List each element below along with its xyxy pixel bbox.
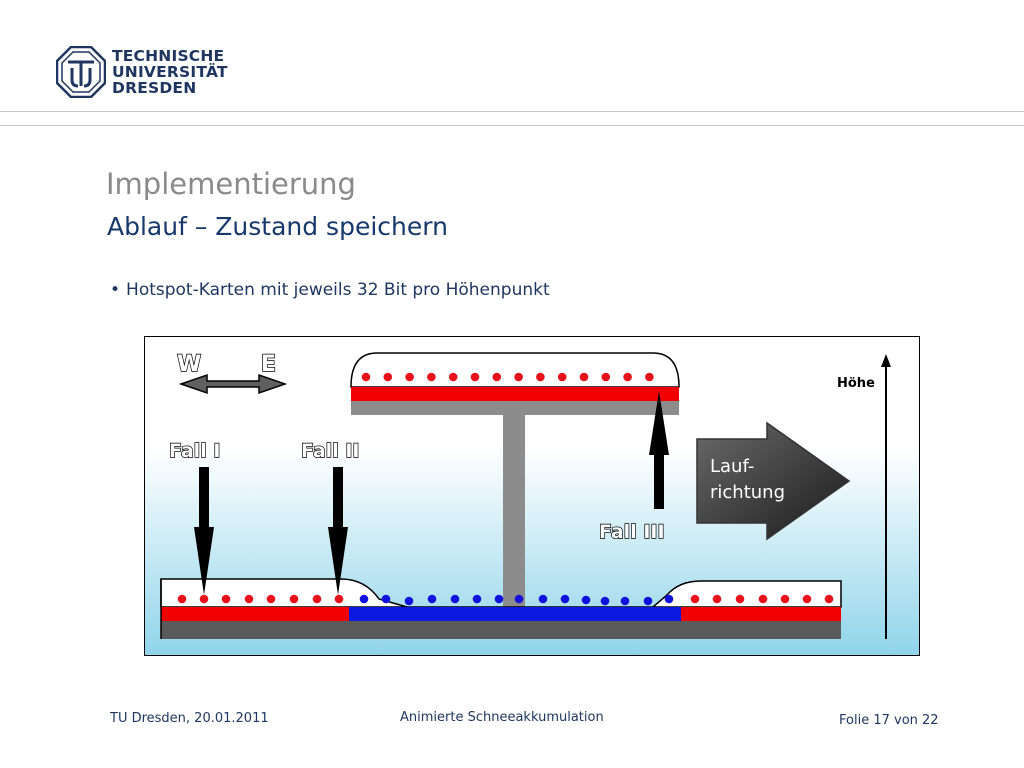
bullet-marker: • [110,280,121,300]
tu-logo-icon [56,46,106,98]
platform-hotspot-red [536,372,545,382]
compass-e-label: E [261,352,276,377]
ground-hotspots [177,594,834,606]
ground-hotspot-blue [381,594,391,604]
compass-w-label: W [177,352,201,377]
logo-line-2: UNIVERSITÄT [112,63,228,81]
bullet-text: Hotspot-Karten mit jeweils 32 Bit pro Hö… [126,280,550,300]
snow-accumulation-diagram: W E Fall I Fall II Fal [144,336,920,656]
direction-label-line1: Lauf- [710,456,754,477]
footer-slide-number: Folie 17 von 22 [839,713,939,728]
ground-hotspot-red [312,594,322,604]
ground-hotspot-red [802,594,812,604]
platform-hotspot-red [557,372,567,382]
ground-hotspot-blue [427,594,437,604]
case2-down-arrow-icon [328,467,348,595]
logo-line-1: TECHNISCHE [112,47,225,65]
platform-hotspot-red [470,372,480,382]
ground-hotspot-blue [404,596,414,606]
ground-hotspot-blue [664,594,674,604]
case2-label: Fall II [301,440,359,462]
diagram-canvas: W E Fall I Fall II Fal [145,337,919,655]
ground-hotspot-red [177,594,187,604]
platform-pillar [503,415,525,609]
compass-arrow-icon [178,373,288,395]
footer-date: TU Dresden, 20.01.2011 [110,711,269,726]
platform-hotspot-red [361,372,371,382]
ground-hotspot-blue [494,594,504,604]
ground-hotspot-red [334,594,344,604]
platform-hotspots [361,372,654,382]
ground-red-right [681,607,841,621]
ground-hotspot-red [289,594,299,604]
bullet-item: •Hotspot-Karten mit jeweils 32 Bit pro H… [110,280,550,300]
platform-hotspot-red [514,372,523,382]
ground-hotspot-red [712,594,722,604]
slide-subtitle: Ablauf – Zustand speichern [107,212,448,241]
ground-hotspot-red [824,594,834,604]
platform-red-bar [351,387,679,401]
ground-hotspot-red [735,594,745,604]
footer-topic: Animierte Schneeakkumulation [400,710,604,725]
platform-hotspot-red [601,372,611,382]
tu-dresden-logo: TECHNISCHE UNIVERSITÄT DRESDEN [56,46,231,102]
header-divider-bottom [0,125,1024,126]
platform-hotspot-red [383,372,393,382]
ground-hotspot-blue [359,594,369,604]
ground-hotspot-blue [560,594,570,604]
platform-hotspot-red [645,372,654,382]
ground-hotspot-blue [538,594,548,604]
platform-hotspot-red [427,372,436,382]
university-name: TECHNISCHE UNIVERSITÄT DRESDEN [112,48,228,96]
ground-blue-mid [349,607,681,621]
ground-hotspot-blue [472,594,482,604]
ground-hotspot-red [199,594,209,604]
ground-hotspot-red [758,594,768,604]
ground-hotspot-blue [600,596,610,606]
ground-hotspot-blue [581,595,591,605]
ground-red-left [161,607,349,621]
case1-label: Fall I [169,440,220,462]
ground-hotspot-blue [643,596,653,606]
ground-hotspot-red [244,594,254,604]
logo-line-3: DRESDEN [112,79,197,97]
case3-up-arrow-icon [649,391,669,509]
slide-title: Implementierung [106,167,356,201]
direction-label-line2: richtung [710,482,785,503]
height-axis-label: Höhe [837,376,875,391]
height-axis-arrow-icon [881,354,891,367]
header-divider-top [0,111,1024,112]
ground-hotspot-red [266,594,276,604]
platform-hotspot-red [405,372,414,382]
ground-hotspot-blue [620,596,630,606]
ground-hotspot-red [780,594,790,604]
platform-hotspot-red [623,372,632,382]
case1-down-arrow-icon [194,467,214,595]
case3-label: Fall III [599,521,665,543]
platform-hotspot-red [448,372,458,382]
ground-hotspot-red [221,594,231,604]
ground-hotspot-red [690,594,700,604]
ground-hotspot-blue [450,594,460,604]
platform-snow [350,352,680,388]
ground-base [161,621,841,639]
platform-hotspot-red [492,372,502,382]
ground-hotspot-blue [514,594,524,604]
direction-arrow-icon [696,421,851,541]
platform-hotspot-red [579,372,589,382]
platform-grey-bar [351,401,679,415]
